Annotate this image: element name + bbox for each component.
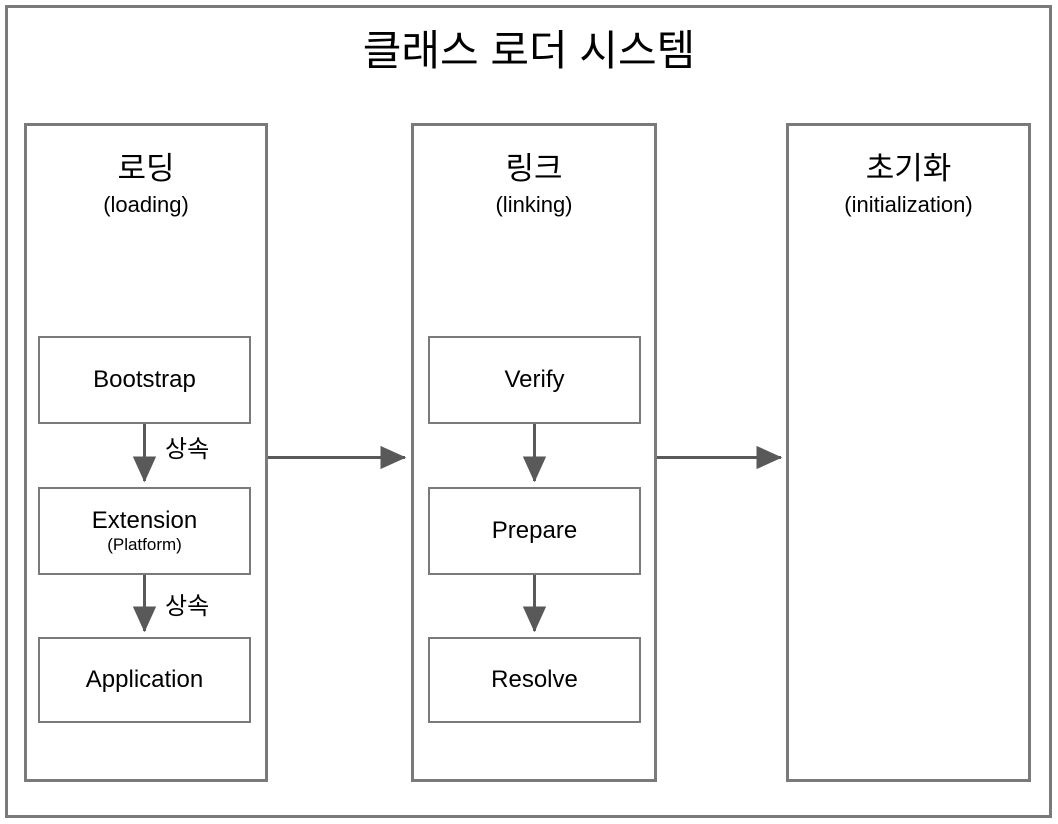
phase-title-en-loading: (loading) (103, 191, 189, 217)
phase-header-linking: 링크 (linking) (414, 150, 654, 219)
diagram-title: 클래스 로더 시스템 (362, 27, 696, 74)
step-box-extension[interactable]: Extension (Platform) (38, 487, 251, 575)
phase-column-initialization[interactable]: 초기화 (initialization) (786, 123, 1031, 782)
edge-label-inherit-extension-application: 상속 (165, 593, 210, 620)
step-sublabel-extension: (Platform) (107, 535, 182, 555)
step-box-prepare[interactable]: Prepare (428, 487, 641, 575)
phase-title-ko-initialization: 초기화 (865, 151, 952, 186)
phase-title-en-linking: (linking) (495, 191, 573, 217)
step-label-verify: Verify (504, 366, 565, 394)
phase-title-ko-loading: 로딩 (117, 151, 175, 186)
step-box-bootstrap[interactable]: Bootstrap (38, 336, 251, 424)
step-label-application: Application (85, 666, 204, 694)
edge-label-inherit-bootstrap-extension: 상속 (165, 436, 210, 463)
step-label-prepare: Prepare (491, 517, 578, 545)
step-box-application[interactable]: Application (38, 637, 251, 723)
step-box-verify[interactable]: Verify (428, 336, 641, 424)
step-label-bootstrap: Bootstrap (93, 366, 196, 394)
phase-header-initialization: 초기화 (initialization) (789, 150, 1028, 219)
step-label-extension: Extension (91, 506, 198, 534)
phase-title-en-initialization: (initialization) (844, 191, 973, 217)
step-box-resolve[interactable]: Resolve (428, 637, 641, 723)
step-label-resolve: Resolve (491, 666, 578, 694)
phase-header-loading: 로딩 (loading) (27, 150, 265, 219)
phase-title-ko-linking: 링크 (505, 151, 563, 186)
